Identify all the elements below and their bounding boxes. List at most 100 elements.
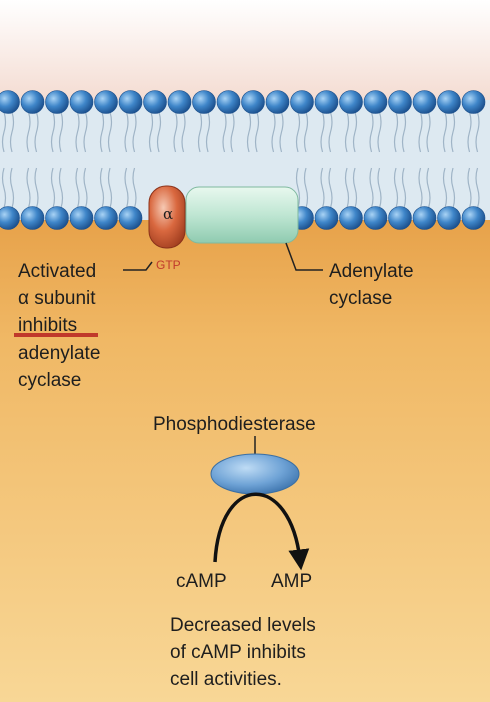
activated-label-line2: α subunit — [18, 288, 96, 309]
activated-leader-line — [123, 261, 153, 271]
lipid-tail — [377, 167, 382, 209]
lipid-tail — [393, 111, 399, 153]
lipid-tails — [1, 111, 480, 209]
lipid-tail — [75, 111, 80, 153]
lipid-tail — [173, 111, 178, 153]
lipid-tail — [197, 111, 203, 153]
phosphodiesterase-label: Phosphodiesterase — [153, 414, 316, 435]
lipid-tail — [426, 111, 431, 153]
lipid-tail — [181, 111, 186, 153]
phospholipid-head — [388, 90, 412, 114]
gtp-label: GTP — [156, 258, 181, 272]
lipid-tail — [124, 111, 129, 153]
lipid-tail — [467, 167, 472, 209]
phospholipid-head — [69, 206, 94, 230]
phospholipid-head — [118, 90, 143, 114]
lipid-tail — [418, 167, 423, 209]
phospholipid-head — [94, 90, 118, 114]
alpha-subunit — [148, 185, 186, 249]
lipid-tail — [320, 111, 325, 153]
phospholipid-head — [167, 90, 192, 114]
lipid-tail — [369, 167, 374, 209]
adenylate-cyclase-enzyme — [185, 186, 299, 244]
lipid-tail — [230, 111, 235, 153]
phospholipid-head — [363, 90, 388, 114]
phospholipid-head — [45, 206, 69, 230]
result-text-line3: cell activities. — [170, 669, 282, 690]
lipid-tail — [50, 167, 56, 209]
phospholipid-head — [437, 206, 461, 230]
result-text-line1: Decreased levels — [170, 615, 316, 636]
lipid-tail — [328, 111, 333, 153]
phospholipid-head — [0, 90, 20, 114]
phospholipid-head — [363, 206, 388, 230]
lipid-tail — [377, 111, 382, 153]
lipid-tail — [369, 111, 374, 153]
lipid-tail — [205, 111, 211, 153]
phospholipid-head — [69, 90, 94, 114]
lipid-tail — [83, 167, 88, 209]
phospholipid-head — [118, 206, 143, 230]
lipid-tail — [279, 111, 284, 153]
phospholipid-head — [265, 90, 290, 114]
phospholipid-heads — [0, 90, 486, 230]
lipid-tail — [295, 167, 301, 209]
lipid-tail — [328, 167, 333, 209]
phospholipid-head — [20, 206, 45, 230]
lipid-tail — [426, 167, 431, 209]
alpha-subunit-label: α — [163, 205, 174, 223]
lipid-tail — [132, 111, 137, 153]
lipid-tail — [352, 111, 358, 153]
phospholipid-head — [412, 90, 437, 114]
lipid-tail — [352, 167, 358, 209]
result-text-line2: of cAMP inhibits — [170, 642, 306, 663]
lipid-tail — [442, 111, 448, 153]
lipid-tail — [156, 111, 162, 153]
lipid-tail — [26, 167, 31, 209]
camp-label: cAMP — [176, 571, 227, 592]
lipid-tail — [303, 167, 309, 209]
phospholipid-head — [388, 206, 412, 230]
lipid-tail — [132, 167, 137, 209]
reaction-arrow — [213, 492, 310, 571]
lipid-tail — [34, 167, 39, 209]
phospholipid-head — [437, 90, 461, 114]
lipid-tail — [344, 111, 350, 153]
lipid-tail — [107, 167, 113, 209]
phospholipid-head — [216, 90, 241, 114]
lipid-tail — [344, 167, 350, 209]
phospholipid-head — [20, 90, 45, 114]
activated-label-line4: adenylate — [18, 343, 101, 364]
extracellular-region — [0, 0, 490, 100]
phospholipid-head — [290, 90, 314, 114]
phospholipid-head — [94, 206, 118, 230]
lipid-tail — [450, 167, 456, 209]
phospholipid-head — [314, 206, 339, 230]
lipid-tail — [475, 111, 480, 153]
phosphodiesterase-enzyme — [210, 453, 300, 495]
lipid-tail — [83, 111, 88, 153]
lipid-tail — [9, 111, 15, 153]
lipid-tail — [124, 167, 129, 209]
lipid-tail — [246, 111, 252, 153]
lipid-tail — [401, 111, 407, 153]
lipid-tail — [26, 111, 31, 153]
lipid-tail — [99, 111, 105, 153]
lipid-tail — [393, 167, 399, 209]
phospholipid-head — [0, 206, 20, 230]
lipid-tail — [450, 111, 456, 153]
lipid-tail — [295, 111, 301, 153]
adenylate-label-line1: Adenylate — [329, 261, 414, 282]
lipid-tail — [58, 167, 64, 209]
lipid-tail — [58, 111, 64, 153]
lipid-tail — [107, 111, 113, 153]
phospholipid-head — [461, 206, 486, 230]
lipid-tail — [1, 111, 7, 153]
phospholipid-head — [314, 90, 339, 114]
lipid-tail — [467, 111, 472, 153]
lipid-tail — [75, 167, 80, 209]
phospholipid-head — [45, 90, 69, 114]
phospholipid-head — [192, 90, 216, 114]
phospholipid-head — [339, 90, 363, 114]
